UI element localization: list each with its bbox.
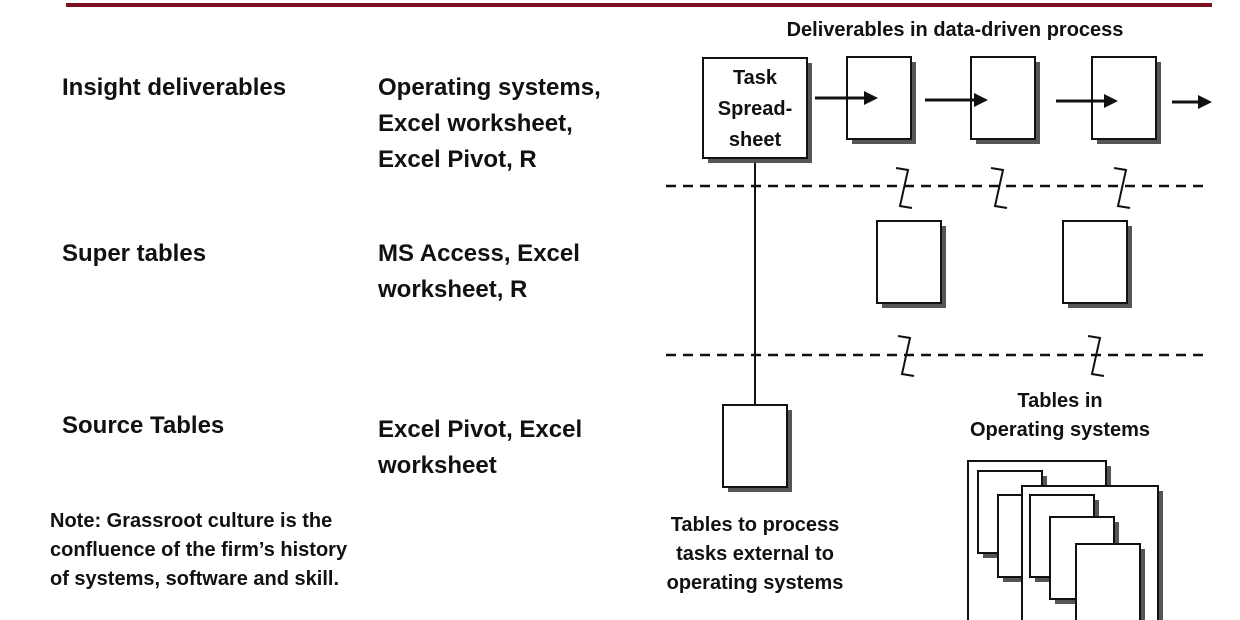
task-spreadsheet-box [702,57,812,163]
operating-tables-label: Tables in Operating systems [969,390,1151,441]
tools-source-tables: Excel Pivot, Excel worksheet [378,416,583,479]
task-spreadsheet-label: Task Spread- sheet [717,67,793,151]
super-table-box-1 [876,220,946,308]
flow-arrow-2 [925,93,988,107]
flow-arrow-4 [1172,95,1212,109]
flow-arrow-1 [815,91,878,105]
note-text: Note: Grassroot culture is the confluenc… [50,510,348,590]
row-label-insight-deliverables: Insight deliverables [62,74,287,101]
row-label-source-tables: Source Tables [62,412,225,439]
break-link-1 [895,167,913,209]
deliverable-box-2 [970,56,1040,144]
flow-arrow-3 [1056,94,1118,108]
tools-super-tables: MS Access, Excel worksheet, R [378,240,580,303]
external-table-box [722,404,792,492]
deliverable-box-1 [846,56,916,144]
top-accent-rule [66,3,1212,7]
diagram-title: Deliverables in data-driven process [786,19,1124,41]
tools-insight-deliverables: Operating systems, Excel worksheet, Exce… [378,74,601,173]
break-link-4 [897,335,915,377]
operating-tables-stack-right [1021,485,1163,620]
break-link-3 [1113,167,1131,209]
break-link-5 [1087,335,1105,377]
super-table-box-2 [1062,220,1132,308]
external-tables-label: Tables to process tasks external to oper… [666,514,844,594]
row-label-super-tables: Super tables [62,240,207,267]
break-link-2 [990,167,1008,209]
